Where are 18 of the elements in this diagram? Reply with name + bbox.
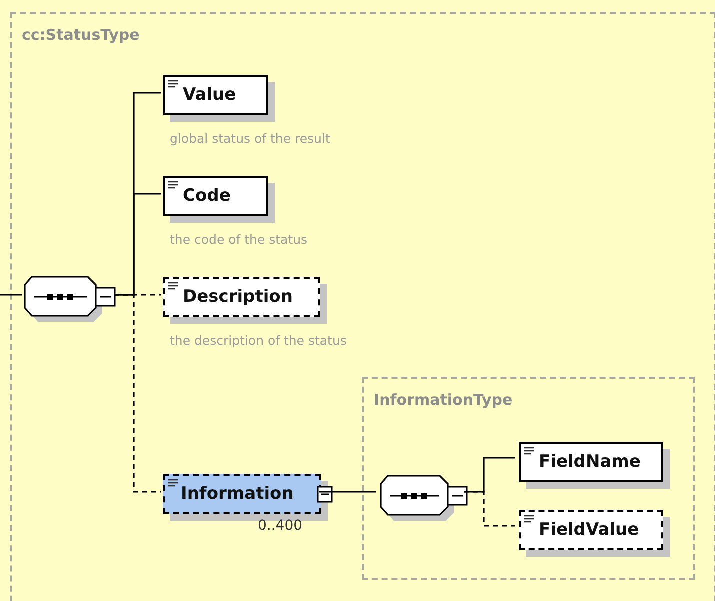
cardinality-label: 0..400 (258, 518, 303, 534)
connector-line (114, 294, 161, 493)
annotation-text: the description of the status (170, 333, 347, 348)
element-name: Information (181, 484, 294, 504)
element-name: Description (183, 287, 293, 307)
element-name: Code (183, 186, 231, 206)
element-name: FieldValue (539, 520, 640, 540)
connector-line (319, 491, 376, 493)
group-title: cc:StatusType (22, 26, 140, 44)
group-frame (10, 12, 715, 601)
connector-line (0, 294, 22, 296)
annotation-text: global status of the result (170, 131, 330, 146)
element-name: FieldName (539, 452, 641, 472)
connector-line (464, 491, 515, 527)
element-name: Value (183, 85, 236, 105)
group-title: InformationType (374, 391, 513, 409)
group-frame (362, 377, 695, 580)
annotation-text: the code of the status (170, 232, 308, 247)
